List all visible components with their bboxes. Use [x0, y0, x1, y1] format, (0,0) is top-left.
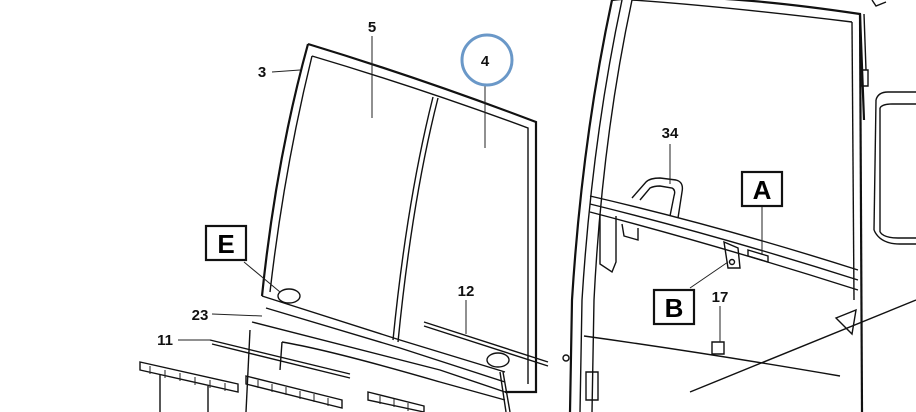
- label-B: B: [665, 293, 684, 323]
- label-11: 11: [157, 332, 173, 349]
- label-E: E: [217, 229, 234, 259]
- label-23: 23: [192, 307, 209, 324]
- cab-door: [562, 0, 916, 412]
- lower-trim: [139, 321, 511, 412]
- label-box-A: A: [740, 170, 784, 208]
- window-frame: [260, 42, 549, 394]
- label-17: 17: [712, 289, 729, 306]
- label-5: 5: [368, 19, 376, 36]
- label-34: 34: [662, 125, 679, 142]
- label-box-B: B: [652, 288, 696, 326]
- label-3: 3: [258, 64, 266, 81]
- leader-lines: [178, 36, 763, 342]
- highlight-circle: [460, 33, 514, 87]
- label-box-E: E: [204, 224, 248, 262]
- label-A: A: [753, 175, 772, 205]
- label-12: 12: [458, 283, 475, 300]
- label-4: 4: [481, 53, 490, 70]
